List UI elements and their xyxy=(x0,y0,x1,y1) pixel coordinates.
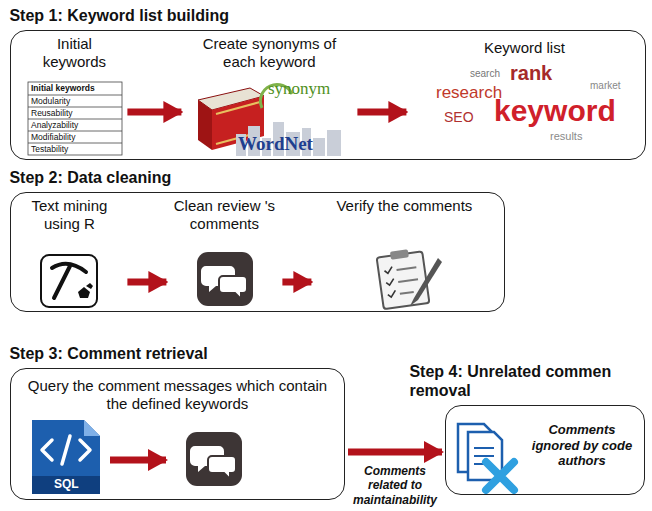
comments-icon xyxy=(186,432,242,486)
table-cell: Testability xyxy=(31,145,68,154)
step-heading: Step 2: Data cleaning xyxy=(9,168,429,187)
flow-arrow xyxy=(357,109,406,116)
flow-arrow xyxy=(348,449,442,456)
keyword-table xyxy=(28,82,122,155)
word-cloud-word: rank xyxy=(510,62,552,84)
edge-label: Comments related to maintainability xyxy=(348,464,442,507)
comments-icon xyxy=(197,252,253,306)
flow-arrow xyxy=(127,279,166,286)
word-cloud-word: keyword xyxy=(494,94,616,127)
flow-arrow xyxy=(110,457,166,464)
table-cell: Initial keywords xyxy=(31,84,95,93)
step-text: Keyword list xyxy=(411,39,637,57)
step-box: Step 4: Unrelated commen removalComments… xyxy=(445,405,645,495)
table-cell: Analyzability xyxy=(31,121,78,130)
step-text: Clean review 's comments xyxy=(171,197,277,233)
illustration-word: WordNet xyxy=(238,134,313,155)
word-cloud-word: market xyxy=(590,80,621,91)
table-cell: Modifiability xyxy=(31,133,75,142)
word-cloud-word: search xyxy=(470,68,500,79)
step-item: Clean review 's comments xyxy=(169,195,279,307)
word-cloud-word: research xyxy=(436,84,502,103)
step-heading: Step 4: Unrelated commen removal xyxy=(409,362,624,400)
step-text: Query the comment messages which contain… xyxy=(23,377,332,413)
text-mining-icon xyxy=(41,255,97,307)
step-item: Text mining using R xyxy=(14,195,124,307)
step-text: Verify the comments xyxy=(316,197,492,215)
flow-arrow xyxy=(282,279,311,286)
table-cell: Modularity xyxy=(31,97,70,106)
icon-label: SQL xyxy=(54,478,79,491)
sql-icon xyxy=(32,420,100,494)
step-item: Verify the comments xyxy=(314,195,494,307)
word-cloud-word: SEO xyxy=(444,110,474,125)
step-heading: Step 3: Comment retrieval xyxy=(9,344,339,363)
flow-arrow xyxy=(127,109,181,116)
word-cloud-word: results xyxy=(550,130,582,142)
step-text: Comments ignored by code authors xyxy=(526,422,638,469)
step-text: Create synonyms of each keyword xyxy=(186,35,352,71)
step-box: Step 2: Data cleaningText mining using R… xyxy=(10,192,505,312)
removal-icon xyxy=(458,424,514,490)
step-text: Initial keywords xyxy=(26,35,122,71)
illustration-word: synonym xyxy=(268,80,330,99)
step-heading: Step 1: Keyword list building xyxy=(9,6,429,25)
step-text: Text mining using R xyxy=(16,197,122,233)
verify-icon xyxy=(376,247,442,309)
table-cell: Reusability xyxy=(31,109,73,118)
